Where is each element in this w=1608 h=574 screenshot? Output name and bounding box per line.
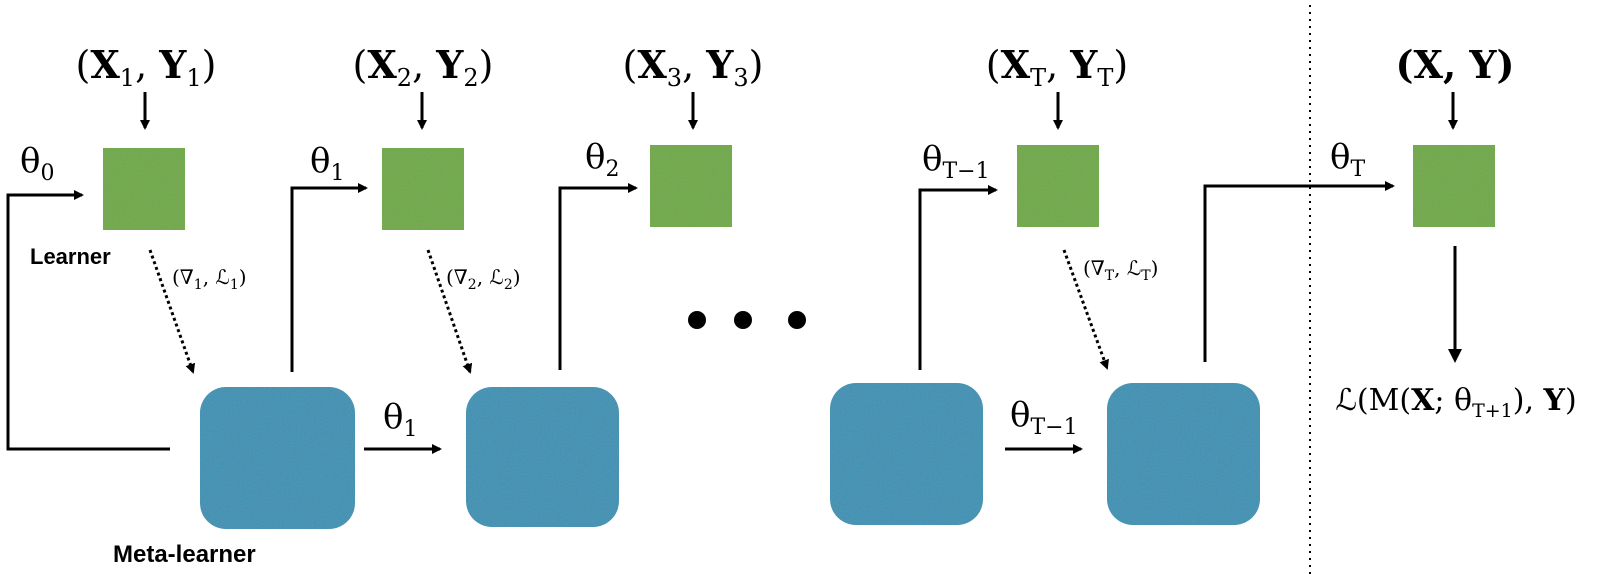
- theta-0-path: [6, 190, 170, 451]
- theta-Tm1-top-label: θT−1: [922, 139, 990, 184]
- learner-box-1: [103, 148, 185, 230]
- theta-Tm1-bottom-label: θT−1: [1010, 395, 1078, 440]
- gradient-arrow-T: [1062, 249, 1109, 370]
- meta-learner-label: Meta-learner: [113, 541, 256, 568]
- meta-learner-box-2: [466, 387, 619, 527]
- learner-box-test: [1413, 145, 1495, 227]
- theta-2-up-path: [558, 183, 638, 370]
- theta-0-label: θ0: [20, 141, 54, 186]
- ellipsis-dot-1: [688, 311, 706, 329]
- theta-1-up-path: [290, 183, 368, 372]
- final-loss-label: ℒ(M(X; θT+1), Y): [1335, 383, 1576, 422]
- meta-learner-box-1: [200, 387, 355, 529]
- input-pair-2: (X2, Y2): [352, 42, 493, 92]
- gradient-label-T: (∇T, ℒT): [1083, 256, 1158, 284]
- input-pair-1: (X1, Y1): [75, 42, 216, 92]
- meta-learner-box-3: [830, 383, 983, 525]
- meta-learner-box-4: [1107, 383, 1260, 525]
- theta-T-top-label: θT: [1330, 137, 1365, 182]
- learner-label: Learner: [30, 244, 111, 269]
- theta-2-top-label: θ2: [585, 137, 619, 182]
- theta-1-bottom-label: θ1: [383, 397, 417, 442]
- learner-box-T: [1017, 145, 1099, 227]
- input-pair-T: (XT, YT): [986, 42, 1128, 92]
- theta-1-top-label: θ1: [310, 141, 344, 186]
- input-pair-test: (X, Y): [1395, 42, 1514, 87]
- learner-box-2: [382, 148, 464, 230]
- input-pair-3: (X3, Y3): [622, 42, 763, 92]
- gradient-label-1: (∇1, ℒ1): [172, 265, 247, 293]
- theta-Tm1-up-path: [918, 185, 998, 370]
- ellipsis-dot-3: [788, 311, 806, 329]
- gradient-label-2: (∇2, ℒ2): [446, 265, 521, 293]
- learner-box-3: [650, 145, 732, 227]
- ellipsis-dot-2: [734, 311, 752, 329]
- theta-T-up-path: [1203, 181, 1395, 362]
